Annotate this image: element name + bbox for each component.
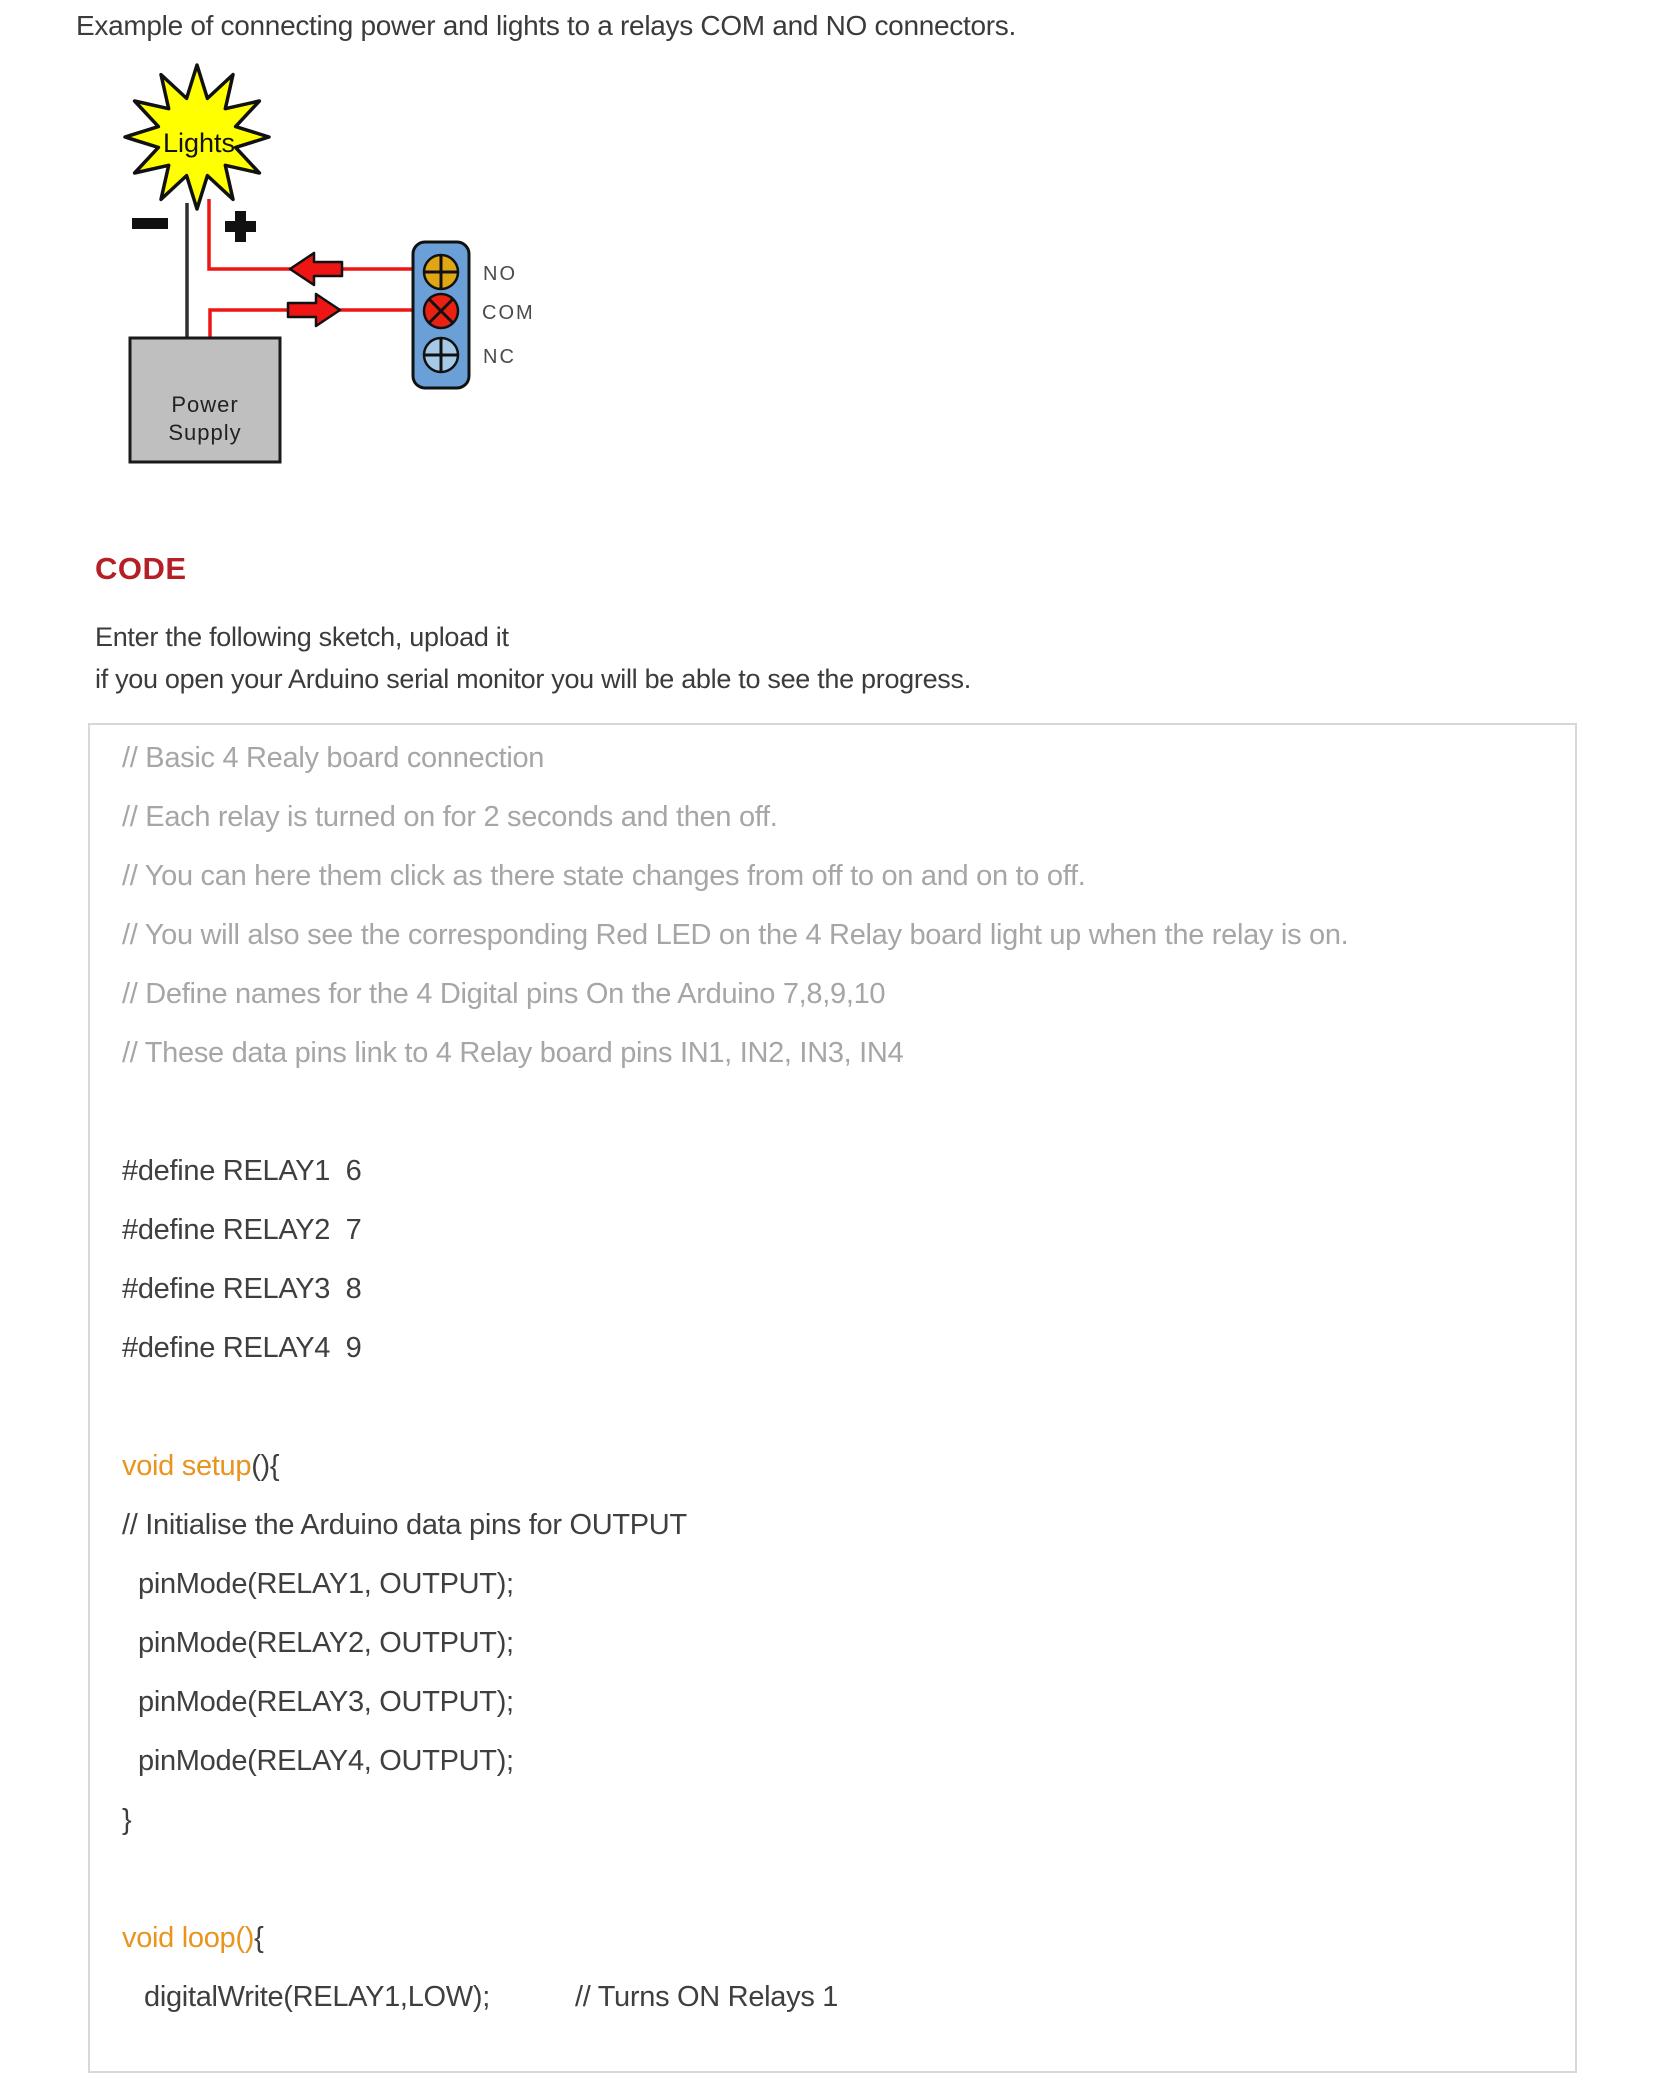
code-line: pinMode(RELAY4, OUTPUT); [122, 1732, 1551, 1791]
terminal-no [422, 253, 460, 291]
code-line: // You will also see the corresponding R… [122, 906, 1551, 965]
code-comment: // Define names for the 4 Digital pins O… [122, 978, 886, 1010]
loop-keyword: void loop() [122, 1922, 255, 1954]
power-supply-label-line1: Power [171, 392, 238, 417]
setup-keyword: void setup [122, 1450, 252, 1482]
code-blank-line [122, 1083, 1551, 1142]
power-supply-box [128, 336, 282, 464]
code-line: // These data pins link to 4 Relay board… [122, 1024, 1551, 1083]
code-comment: // You will also see the corresponding R… [122, 919, 1349, 951]
pinmode-statement: pinMode(RELAY1, OUTPUT); [138, 1568, 514, 1600]
define-statement: #define RELAY2 7 [122, 1214, 362, 1246]
closing-brace: } [122, 1804, 132, 1836]
code-intro: Enter the following sketch, upload it if… [95, 616, 971, 700]
pinmode-statement: pinMode(RELAY4, OUTPUT); [138, 1745, 514, 1777]
code-line: // Initialise the Arduino data pins for … [122, 1496, 1551, 1555]
code-line: void loop(){ [122, 1909, 1551, 1968]
code-comment: // Each relay is turned on for 2 seconds… [122, 801, 778, 833]
lights-starburst [123, 63, 271, 211]
minus-sign-icon [132, 218, 168, 229]
terminal-label-nc: NC [483, 346, 516, 368]
pinmode-statement: pinMode(RELAY3, OUTPUT); [138, 1686, 514, 1718]
terminal-label-no: NO [483, 263, 517, 285]
code-intro-line2: if you open your Arduino serial monitor … [95, 664, 971, 694]
wiring-diagram: Lights NO COM NC Power Supply [123, 63, 535, 464]
code-heading: CODE [95, 551, 187, 586]
code-comment: // These data pins link to 4 Relay board… [122, 1037, 904, 1069]
code-line: #define RELAY3 8 [122, 1260, 1551, 1319]
code-line: // Each relay is turned on for 2 seconds… [122, 788, 1551, 847]
loop-brace: { [254, 1922, 264, 1954]
code-comment: // You can here them click as there stat… [122, 860, 1086, 892]
code-intro-line1: Enter the following sketch, upload it [95, 622, 509, 652]
code-comment: // Turns ON Relays 1 [574, 1981, 839, 2013]
code-line: } [122, 1791, 1551, 1850]
arrow-right-icon [286, 292, 342, 328]
code-line: // You can here them click as there stat… [122, 847, 1551, 906]
define-statement: #define RELAY1 6 [122, 1155, 362, 1187]
power-wire-to-com [208, 308, 412, 338]
intro-text: Example of connecting power and lights t… [76, 10, 1016, 41]
define-statement: #define RELAY4 9 [122, 1332, 362, 1364]
code-line: #define RELAY4 9 [122, 1319, 1551, 1378]
plus-sign-icon [225, 211, 256, 242]
code-blank-line [122, 1378, 1551, 1437]
digitalwrite-statement: digitalWrite(RELAY1,LOW); [144, 1981, 490, 2013]
lights-label: Lights [163, 128, 235, 158]
code-comment: // Basic 4 Realy board connection [122, 742, 545, 774]
code-line: #define RELAY1 6 [122, 1142, 1551, 1201]
terminal-label-com: COM [482, 302, 535, 324]
code-line: void setup(){ [122, 1437, 1551, 1496]
arrow-left-icon [288, 251, 344, 287]
code-line: pinMode(RELAY2, OUTPUT); [122, 1614, 1551, 1673]
terminal-nc [422, 336, 460, 374]
code-line: // Define names for the 4 Digital pins O… [122, 965, 1551, 1024]
code-block: // Basic 4 Realy board connection // Eac… [88, 723, 1577, 2073]
code-line: pinMode(RELAY1, OUTPUT); [122, 1555, 1551, 1614]
pinmode-statement: pinMode(RELAY2, OUTPUT); [138, 1627, 514, 1659]
terminal-com [422, 292, 460, 330]
power-supply-label-line2: Supply [168, 420, 241, 445]
code-line: // Basic 4 Realy board connection [122, 729, 1551, 788]
positive-wire-to-no [207, 199, 412, 271]
setup-braces: (){ [251, 1450, 280, 1482]
code-blank-line [122, 1850, 1551, 1909]
code-line: pinMode(RELAY3, OUTPUT); [122, 1673, 1551, 1732]
code-comment: // Initialise the Arduino data pins for … [122, 1509, 687, 1541]
code-line: #define RELAY2 7 [122, 1201, 1551, 1260]
define-statement: #define RELAY3 8 [122, 1273, 362, 1305]
code-line: digitalWrite(RELAY1,LOW); // Turns ON Rel… [122, 1968, 1551, 2027]
